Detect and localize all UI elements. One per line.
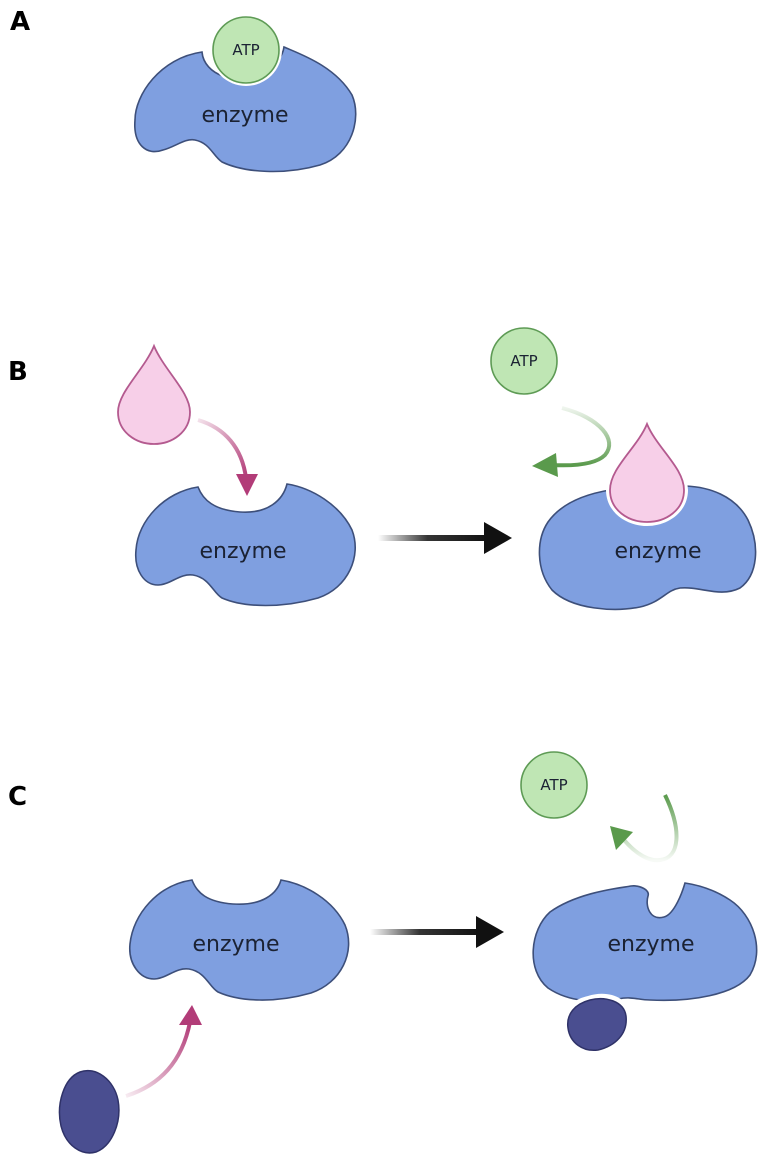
enzyme-shape-left [129, 879, 350, 1001]
panel-a-label: A [10, 7, 30, 37]
atp-binding-arrow [551, 406, 612, 468]
bound-inhibitor-molecule [567, 997, 627, 1051]
enzyme-shape-left [134, 483, 356, 607]
substrate-arrow-head [236, 474, 258, 496]
atp-label: ATP [232, 41, 259, 59]
reaction-arrow-head [484, 522, 512, 554]
atp-label: ATP [510, 352, 537, 370]
atp-arrow-head [532, 453, 558, 477]
panel-b-label: B [8, 357, 28, 387]
reaction-arrow-shaft [370, 929, 480, 935]
enzyme-label-right: enzyme [614, 539, 701, 564]
panel-b: B enzyme enzyme ATP [8, 327, 757, 611]
inhibitor-arrow-head [179, 1005, 202, 1025]
atp-molecule [212, 16, 280, 84]
panel-c: C enzyme enzyme ATP [8, 751, 758, 1154]
substrate-molecule [117, 343, 191, 445]
atp-molecule [520, 751, 588, 819]
atp-release-arrow-head [610, 826, 633, 850]
reaction-arrow-shaft [378, 535, 488, 541]
enzyme-label-right: enzyme [607, 932, 694, 957]
enzyme-label-left: enzyme [192, 932, 279, 957]
atp-label: ATP [540, 776, 567, 794]
reaction-arrow-head [476, 916, 504, 948]
enzyme-label: enzyme [201, 103, 288, 128]
atp-release-arrow [618, 794, 679, 863]
inhibitor-binding-arrow [125, 1021, 192, 1098]
enzyme-label-left: enzyme [199, 539, 286, 564]
panel-c-label: C [8, 782, 27, 812]
panel-a: A ATP enzyme [10, 7, 357, 173]
substrate-binding-arrow [197, 418, 248, 479]
inhibitor-molecule [58, 1069, 120, 1154]
bound-substrate-molecule [609, 421, 685, 523]
atp-molecule [490, 327, 558, 395]
enzyme-shape-right [532, 882, 758, 1003]
